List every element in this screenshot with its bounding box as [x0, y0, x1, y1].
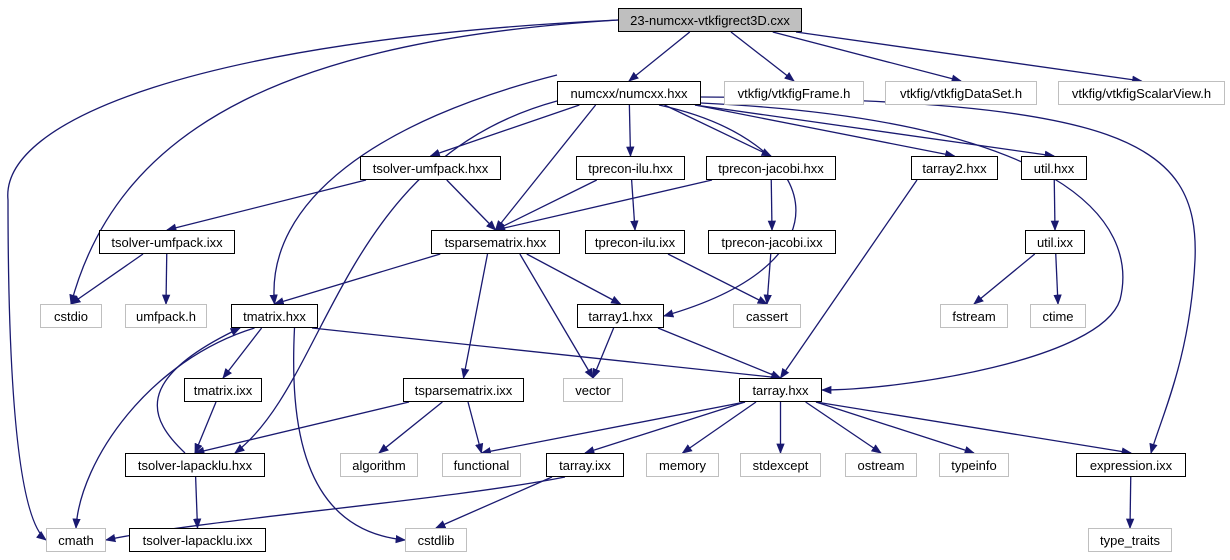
edge-root-to-cmath — [7, 19, 619, 541]
node-tprecon-ilu-ixx[interactable]: tprecon-ilu.ixx — [585, 230, 685, 254]
edge-tarray-ixx-to-cstdlib — [435, 476, 553, 529]
edge-tarray-hxx-to-memory — [681, 401, 757, 454]
edge-tmatrix-hxx-to-tmatrix-ixx — [222, 327, 263, 379]
node-tarray2-hxx[interactable]: tarray2.hxx — [911, 156, 998, 180]
node-cassert: cassert — [733, 304, 801, 328]
node-cmath: cmath — [46, 528, 106, 552]
edge-tprecon-ilu-hxx-to-tprecon-ilu-ixx — [630, 179, 639, 232]
edge-numcxx-hxx-to-tsolver-umfpack-hxx — [429, 104, 580, 157]
node-stdexcept: stdexcept — [740, 453, 821, 477]
edge-tarray-hxx-to-ostream — [805, 401, 882, 454]
edge-tprecon-ilu-hxx-to-tsparsematrix-hxx — [494, 179, 598, 231]
edge-tprecon-jacobi-hxx-to-tsparsematrix-hxx — [494, 179, 713, 232]
edge-tsparsematrix-ixx-to-tsolver-lapacklu-hxx — [193, 401, 410, 455]
node-tsolver-umfpack-hxx[interactable]: tsolver-umfpack.hxx — [360, 156, 501, 180]
edge-tmatrix-hxx-to-cstdlib — [292, 327, 407, 544]
edge-util-ixx-to-fstream — [973, 253, 1036, 305]
node-tprecon-ilu-hxx[interactable]: tprecon-ilu.hxx — [576, 156, 685, 180]
node-tsparsematrix-ixx[interactable]: tsparsematrix.ixx — [403, 378, 524, 402]
edge-numcxx-hxx-to-tmatrix-hxx — [269, 74, 558, 306]
edge-tsparsematrix-ixx-to-functional — [467, 401, 484, 455]
edge-tsparsematrix-hxx-to-tarray1-hxx — [526, 253, 622, 305]
edge-tsolver-lapacklu-hxx-to-tmatrix-hxx — [156, 327, 241, 454]
node-tarray1-hxx[interactable]: tarray1.hxx — [577, 304, 664, 328]
node-algorithm: algorithm — [340, 453, 418, 477]
node-memory: memory — [646, 453, 719, 477]
edge-numcxx-hxx-to-tsolver-lapacklu-hxx — [234, 100, 558, 454]
node-root[interactable]: 23-numcxx-vtkfigrect3D.cxx — [618, 8, 802, 32]
edge-tarray-hxx-to-typeinfo — [815, 401, 975, 455]
node-tsolver-lapacklu-hxx[interactable]: tsolver-lapacklu.hxx — [125, 453, 265, 477]
edge-tsolver-umfpack-hxx-to-tsparsematrix-hxx — [446, 179, 497, 231]
node-tprecon-jacobi-hxx[interactable]: tprecon-jacobi.hxx — [706, 156, 836, 180]
edge-tprecon-jacobi-ixx-to-cassert — [763, 253, 772, 306]
node-vtkfigDataSet: vtkfig/vtkfigDataSet.h — [885, 81, 1037, 105]
edge-tarray-hxx-to-functional — [480, 401, 746, 456]
node-ctime: ctime — [1030, 304, 1086, 328]
edge-numcxx-hxx-to-util-hxx — [694, 104, 1056, 159]
edge-tprecon-ilu-ixx-to-cassert — [667, 253, 768, 305]
edge-tsolver-lapacklu-hxx-to-tsolver-lapacklu-ixx — [192, 476, 202, 530]
edge-root-to-vtkfigDataSet — [772, 31, 963, 83]
edge-numcxx-hxx-to-tarray-hxx — [700, 102, 1124, 395]
node-tprecon-jacobi-ixx[interactable]: tprecon-jacobi.ixx — [708, 230, 836, 254]
edge-tmatrix-hxx-to-cmath — [72, 327, 255, 530]
edge-tarray2-hxx-to-tarray-hxx — [779, 179, 918, 379]
edge-tsolver-umfpack-hxx-to-tsolver-umfpack-ixx — [165, 179, 367, 232]
edge-tarray-hxx-to-tarray-ixx — [584, 401, 746, 455]
node-tarray-hxx[interactable]: tarray.hxx — [739, 378, 822, 402]
edge-tprecon-jacobi-hxx-to-tprecon-jacobi-ixx — [767, 179, 777, 232]
node-tsolver-umfpack-ixx[interactable]: tsolver-umfpack.ixx — [99, 230, 235, 254]
edge-layer — [7, 19, 1196, 544]
node-tmatrix-hxx[interactable]: tmatrix.hxx — [231, 304, 318, 328]
edge-tmatrix-ixx-to-tsolver-lapacklu-hxx — [194, 401, 217, 454]
edge-numcxx-hxx-to-expression-ixx — [700, 96, 1196, 455]
edge-numcxx-hxx-to-tarray2-hxx — [694, 104, 956, 159]
node-tsolver-lapacklu-ixx[interactable]: tsolver-lapacklu.ixx — [129, 528, 266, 552]
node-tsparsematrix-hxx[interactable]: tsparsematrix.hxx — [431, 230, 560, 254]
edge-root-to-cstdio — [69, 19, 619, 306]
edge-numcxx-hxx-to-tarray1-hxx — [658, 104, 797, 318]
node-tmatrix-ixx[interactable]: tmatrix.ixx — [184, 378, 262, 402]
edge-tarray-hxx-to-expression-ixx — [815, 401, 1133, 456]
edge-tsolver-umfpack-ixx-to-cstdio — [70, 253, 144, 305]
node-typeinfo: typeinfo — [939, 453, 1009, 477]
edge-numcxx-hxx-to-tprecon-ilu-hxx — [626, 104, 635, 158]
edge-numcxx-hxx-to-tprecon-jacobi-hxx — [664, 104, 772, 157]
edge-numcxx-hxx-to-tsparsematrix-hxx — [494, 104, 597, 231]
node-cstdlib: cstdlib — [405, 528, 467, 552]
edge-tsparsematrix-ixx-to-algorithm — [378, 401, 443, 454]
node-vtkfigScalarView: vtkfig/vtkfigScalarView.h — [1058, 81, 1225, 105]
edge-root-to-numcxx-hxx — [628, 31, 691, 82]
node-util-ixx[interactable]: util.ixx — [1025, 230, 1085, 254]
edge-tsparsematrix-hxx-to-tsparsematrix-ixx — [461, 253, 489, 380]
node-cstdio: cstdio — [40, 304, 102, 328]
node-functional: functional — [442, 453, 521, 477]
edge-util-hxx-to-util-ixx — [1050, 179, 1060, 232]
edge-tmatrix-hxx-to-tarray-hxx — [311, 327, 782, 382]
node-type-traits: type_traits — [1088, 528, 1172, 552]
edge-tarray1-hxx-to-tarray-hxx — [657, 327, 782, 379]
edge-tsparsematrix-hxx-to-tmatrix-hxx — [273, 253, 441, 306]
edge-root-to-vtkfigFrame — [730, 31, 795, 82]
node-numcxx-hxx[interactable]: numcxx/numcxx.hxx — [557, 81, 701, 105]
node-umfpack-h: umfpack.h — [125, 304, 207, 328]
node-fstream: fstream — [940, 304, 1008, 328]
node-ostream: ostream — [845, 453, 917, 477]
node-tarray-ixx[interactable]: tarray.ixx — [546, 453, 624, 477]
edge-tsolver-umfpack-ixx-to-umfpack-h — [161, 253, 171, 306]
node-util-hxx[interactable]: util.hxx — [1021, 156, 1087, 180]
edge-expression-ixx-to-type-traits — [1125, 476, 1135, 530]
node-expression-ixx[interactable]: expression.ixx — [1076, 453, 1186, 477]
node-vtkfigFrame: vtkfig/vtkfigFrame.h — [724, 81, 864, 105]
edge-tarray1-hxx-to-vector — [592, 327, 615, 379]
edge-root-to-vtkfigScalarView — [795, 31, 1143, 84]
node-vector: vector — [563, 378, 623, 402]
edge-util-ixx-to-ctime — [1053, 253, 1062, 306]
